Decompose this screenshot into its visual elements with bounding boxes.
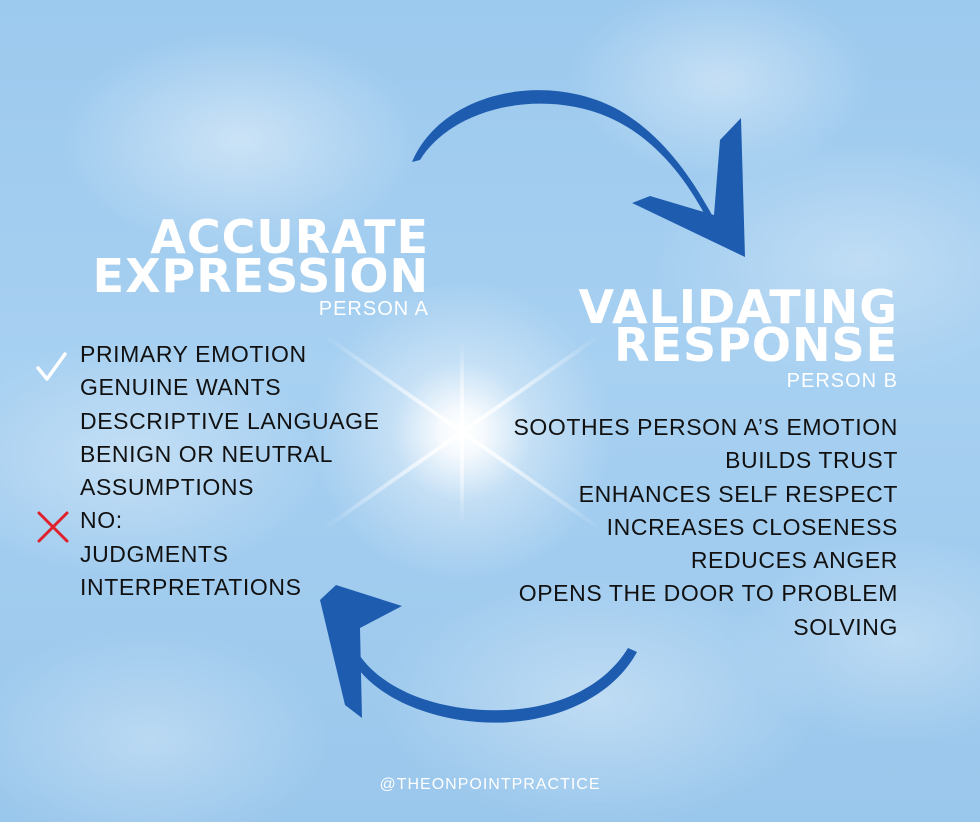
right-title-line1: VALIDATING [578, 280, 898, 334]
list-item: INCREASES CLOSENESS [606, 513, 898, 540]
list-item: JUDGMENTS [80, 540, 229, 567]
list-item: PRIMARY EMOTION [80, 341, 307, 367]
list-item: ENHANCES SELF RESPECT [578, 480, 898, 507]
curved-arrow-icon [320, 585, 637, 723]
left-title-line2: EXPRESSION [92, 249, 429, 303]
right-subtitle: PERSON B [786, 370, 898, 392]
right-title-line2: RESPONSE [614, 318, 898, 372]
list-item: OPENS THE DOOR TO PROBLEM [518, 580, 898, 607]
footer-handle: @THEONPOINTPRACTICE [379, 776, 601, 793]
list-item: BUILDS TRUST [725, 447, 898, 474]
check-icon [36, 352, 67, 381]
list-item: INTERPRETATIONS [80, 574, 302, 601]
list-item: SOOTHES PERSON A’S EMOTION [513, 414, 898, 440]
list-item: REDUCES ANGER [690, 547, 898, 574]
cross-icon [37, 511, 69, 543]
curved-arrow-icon [412, 90, 745, 257]
list-item: DESCRIPTIVE LANGUAGE [80, 407, 380, 434]
list-item: GENUINE WANTS [80, 374, 282, 401]
list-item: BENIGN OR NEUTRAL [80, 440, 334, 467]
left-list: PRIMARY EMOTION GENUINE WANTS DESCRIPTIV… [80, 338, 380, 604]
left-title-line1: ACCURATE [150, 210, 429, 264]
list-item: NO: [80, 507, 123, 534]
list-item: SOLVING [793, 613, 898, 640]
left-subtitle: PERSON A [318, 298, 429, 320]
list-item: ASSUMPTIONS [80, 474, 255, 501]
right-list: SOOTHES PERSON A’S EMOTION BUILDS TRUST … [513, 411, 898, 644]
